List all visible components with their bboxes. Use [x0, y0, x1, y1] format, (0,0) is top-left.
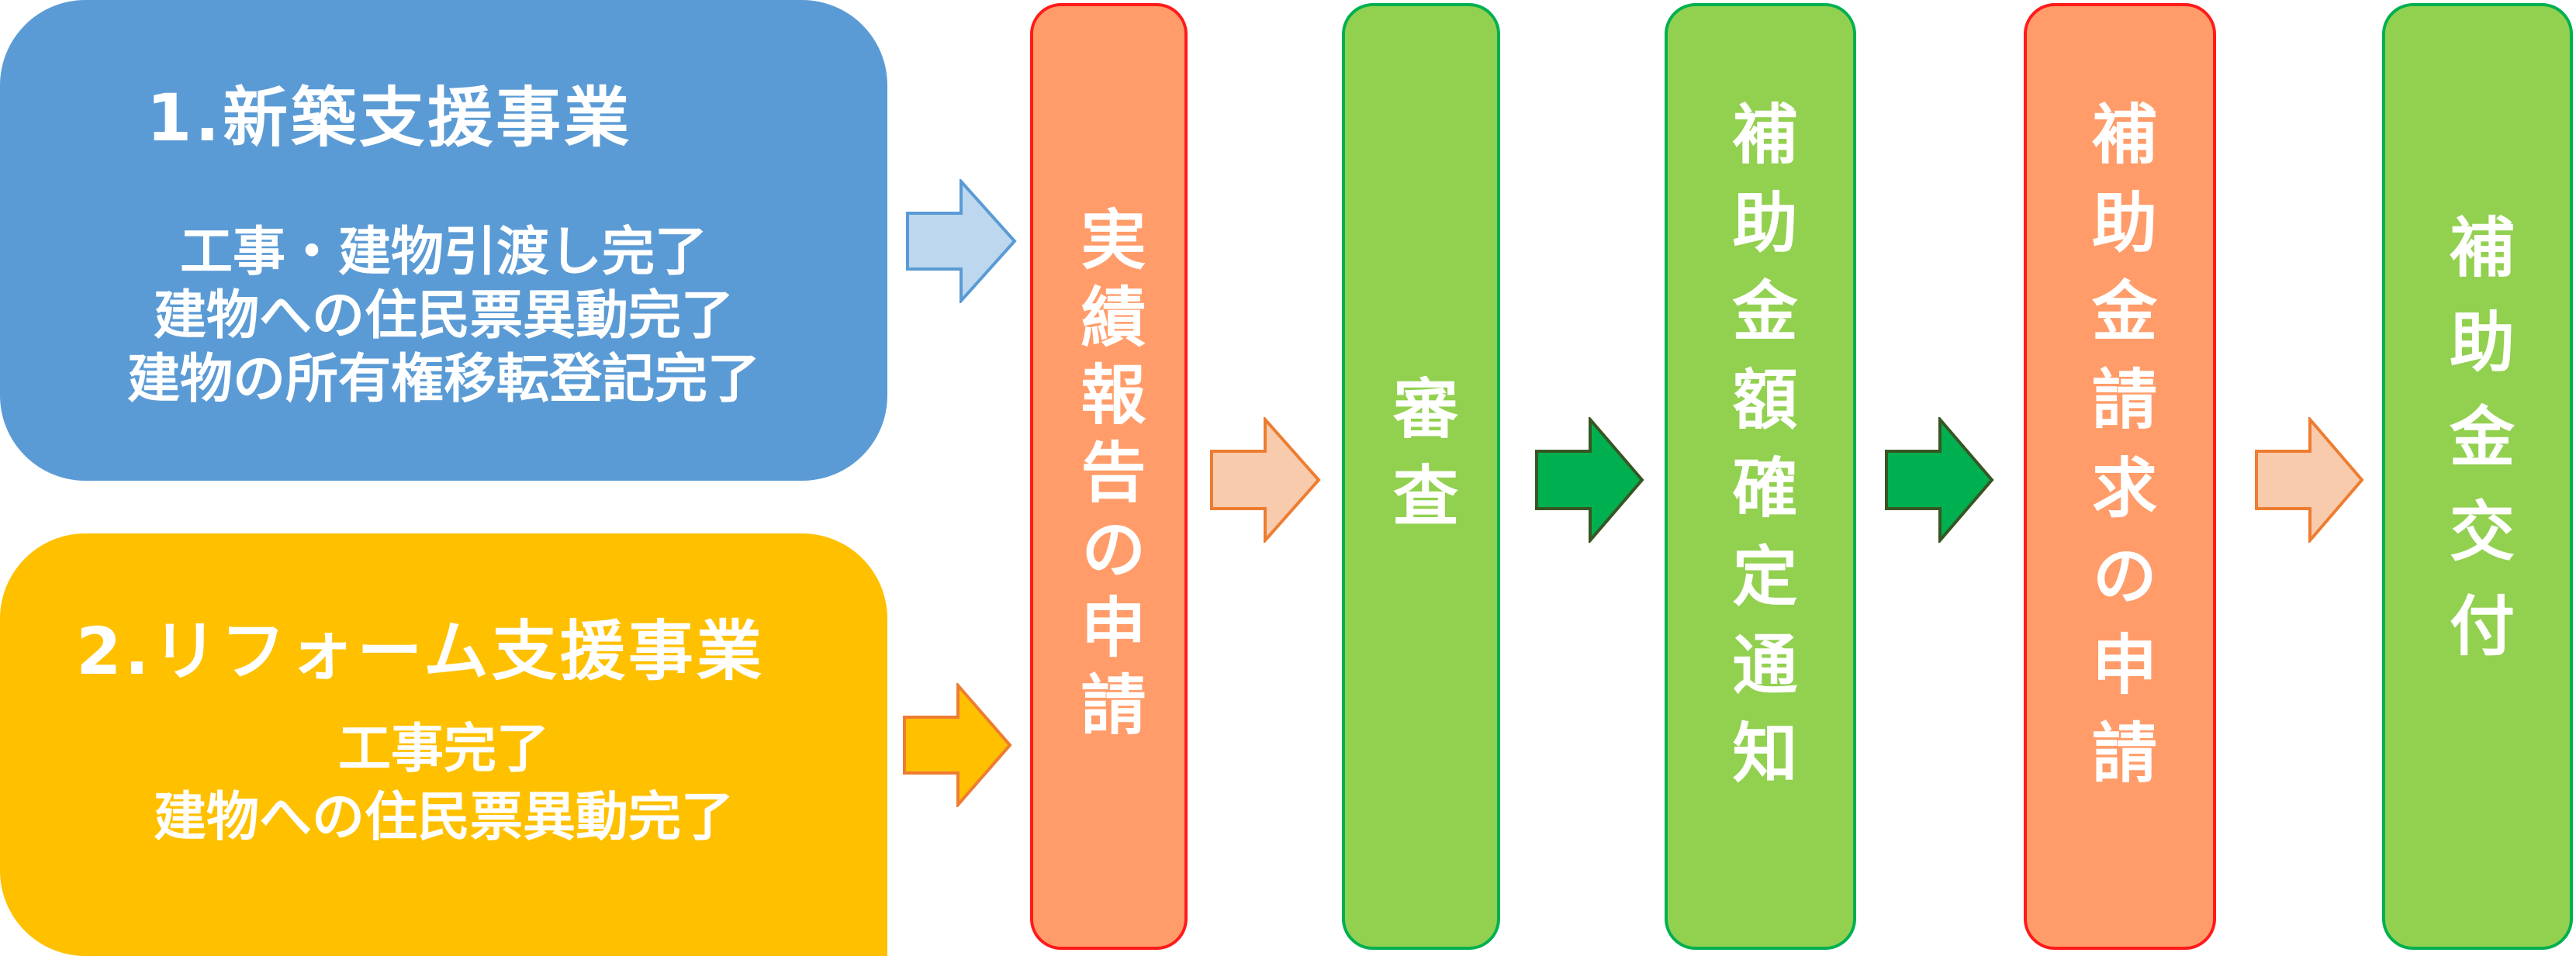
condition: 建物への住民票異動完了 — [153, 285, 734, 347]
step-label: 実績報告の申請 — [1070, 205, 1146, 748]
step-performance-report: 実績報告の申請 — [1030, 3, 1188, 950]
condition: 建物への住民票異動完了 — [153, 787, 734, 848]
step-label: 補助金請求の申請 — [2081, 99, 2158, 807]
condition: 工事完了 — [337, 719, 549, 780]
arrow-right-icon — [1885, 417, 1994, 543]
step-review: 審査 — [1342, 3, 1500, 950]
step-label: 補助金交付 — [2439, 212, 2515, 686]
arrow-right-icon — [1210, 417, 1321, 543]
arrow-right-icon — [2255, 417, 2364, 543]
step-payment-request: 補助金請求の申請 — [2024, 3, 2216, 950]
step-label: 補助金額確定通知 — [1722, 99, 1798, 807]
condition: 建物の所有権移転登記完了 — [126, 349, 760, 410]
step-subsidy-payment: 補助金交付 — [2382, 3, 2573, 950]
arrow-right-icon — [1535, 417, 1644, 543]
program-conditions: 工事・建物引渡し完了 建物への住民票異動完了 建物の所有権移転登記完了 — [0, 221, 887, 412]
condition: 工事・建物引渡し完了 — [179, 222, 707, 283]
step-label: 審査 — [1382, 374, 1459, 548]
program-title: 2.リフォーム支援事業 — [76, 613, 765, 689]
arrow-right-icon — [903, 683, 1012, 807]
program-title: 1.新築支援事業 — [146, 80, 633, 156]
program-conditions: 工事完了 建物への住民票異動完了 — [0, 716, 887, 852]
step-amount-notification: 補助金額確定通知 — [1665, 3, 1856, 950]
arrow-right-icon — [906, 179, 1017, 303]
program-reform: 2.リフォーム支援事業 工事完了 建物への住民票異動完了 — [0, 533, 887, 956]
program-new-construction: 1.新築支援事業 工事・建物引渡し完了 建物への住民票異動完了 建物の所有権移転… — [0, 0, 887, 481]
